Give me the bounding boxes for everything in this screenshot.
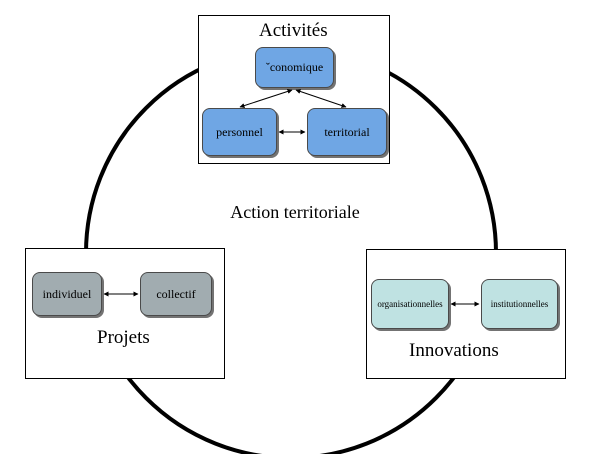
node-institutionnelles: institutionnelles (481, 279, 558, 329)
node-territorial: territorial (307, 108, 387, 156)
activites-title: Activités (259, 20, 328, 41)
node-personnel: personnel (202, 108, 277, 156)
innovations-title: Innovations (409, 340, 499, 361)
node-organisationnelles: organisationnelles (371, 279, 449, 329)
node-economique: ˇconomique (255, 47, 334, 88)
projets-title: Projets (97, 327, 150, 348)
center-label: Action territoriale (230, 202, 360, 222)
node-collectif: collectif (140, 272, 212, 316)
node-individuel: individuel (32, 272, 102, 316)
